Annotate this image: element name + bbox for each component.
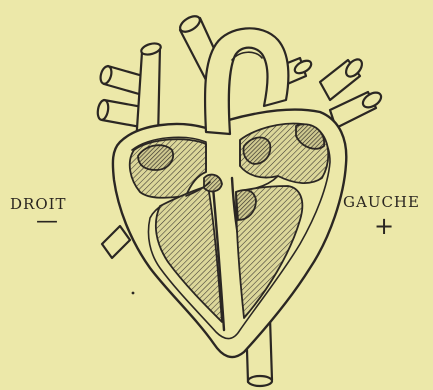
left-atrium <box>240 124 328 184</box>
left-side-sign: + <box>374 214 394 238</box>
left-side-label: GAUCHE <box>343 195 420 210</box>
right-side-sign: — <box>36 211 58 233</box>
print-speck <box>132 292 135 295</box>
